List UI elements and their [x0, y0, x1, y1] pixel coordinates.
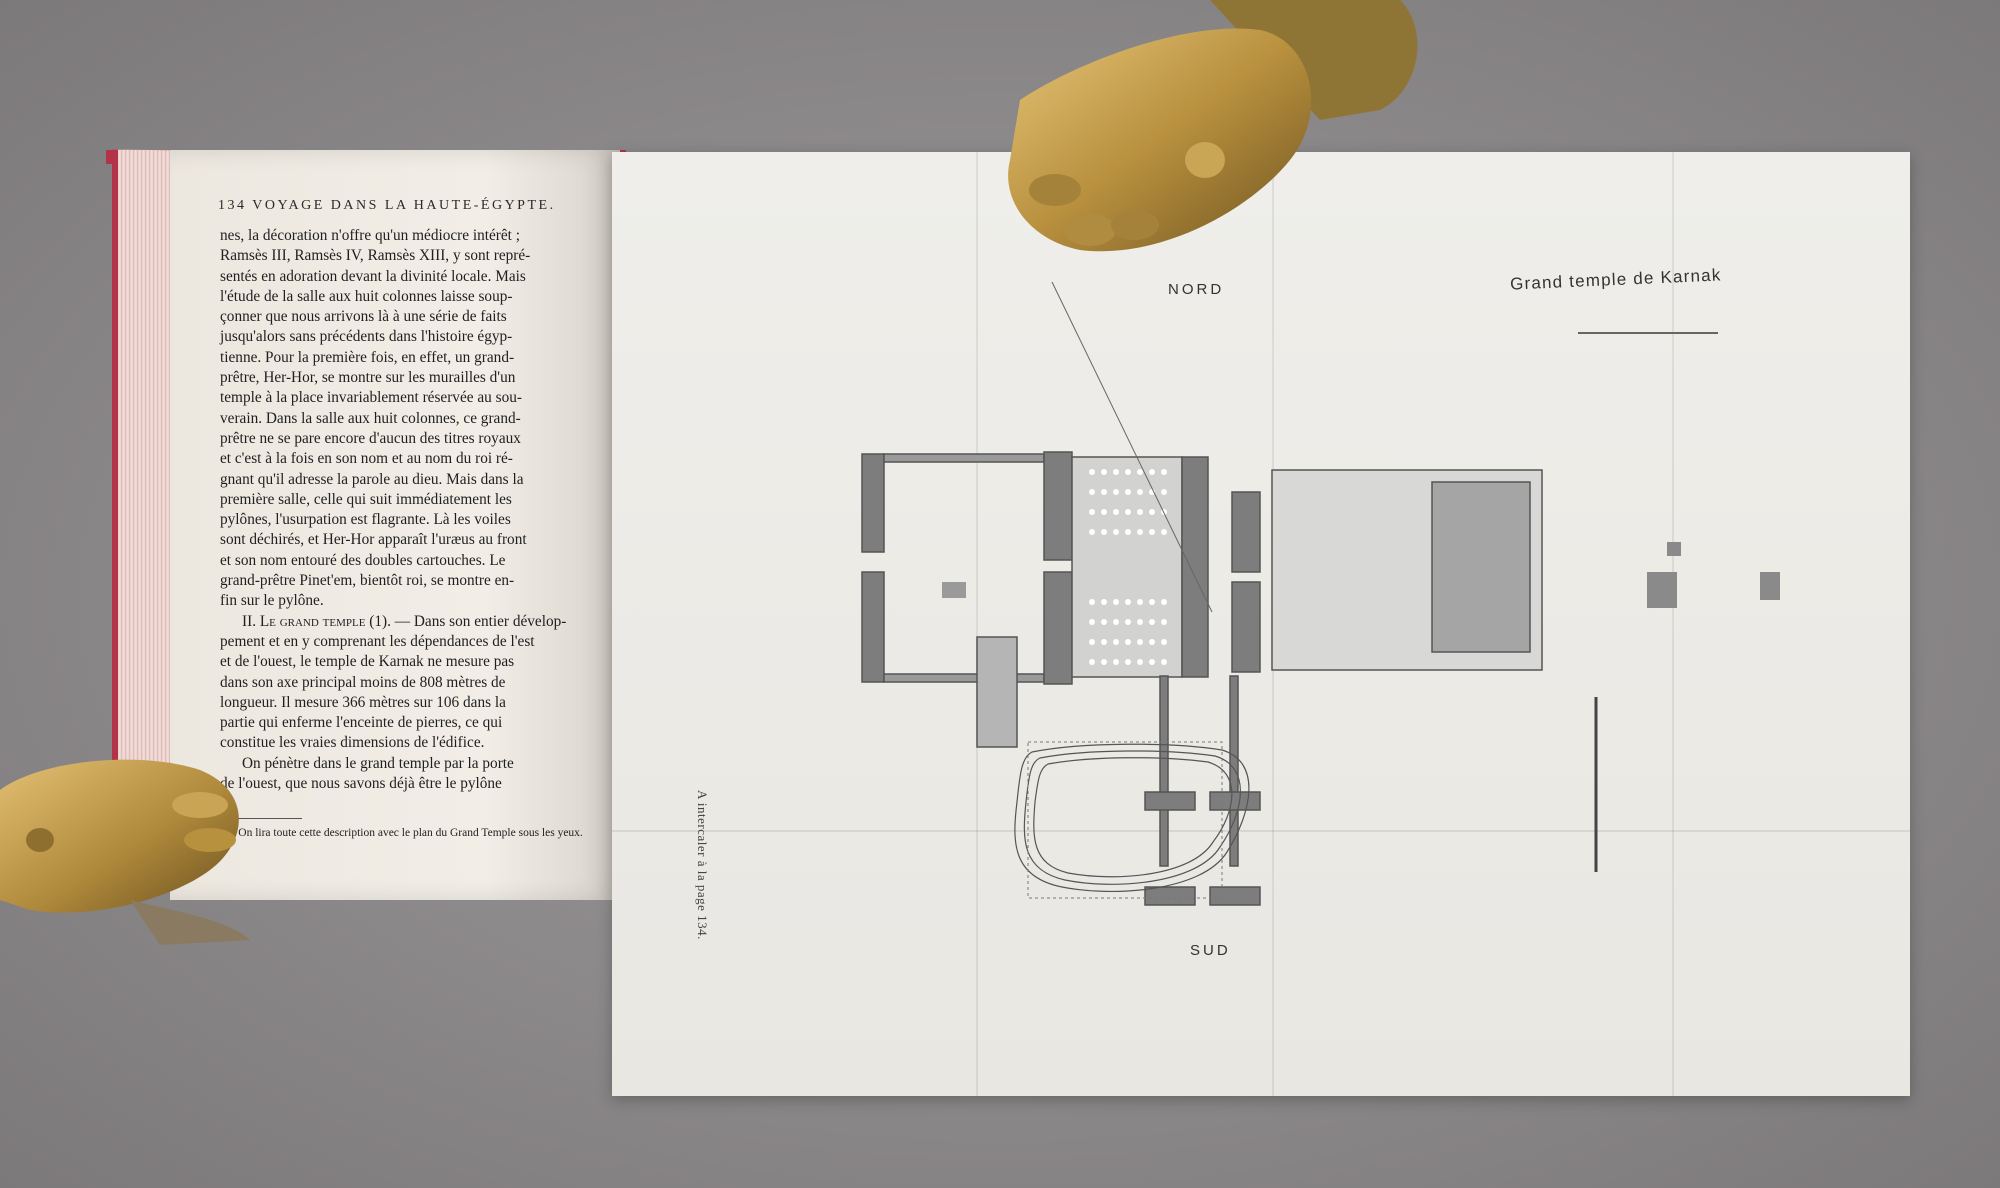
fold-crease	[976, 152, 978, 1096]
text-line: dans son axe principal moins de 808 mètr…	[220, 673, 506, 691]
text-line: longueur. Il mesure 366 mètres sur 106 d…	[220, 693, 506, 711]
text-line: sont déchirés, et Her-Hor apparaît l'uræ…	[220, 531, 527, 549]
east-building	[1667, 542, 1681, 556]
court-wall	[883, 453, 1045, 463]
left-book-page: 134 VOYAGE DANS LA HAUTE-ÉGYPTE. nes, la…	[170, 150, 620, 900]
plan-title-rule	[1578, 332, 1718, 334]
footnote: (1) On lira toute cette description avec…	[222, 827, 583, 839]
west-building	[942, 582, 966, 598]
pylon-wall	[1043, 571, 1073, 685]
lake-outline	[1027, 741, 1223, 899]
pylon-wall	[1144, 886, 1196, 906]
text-line: partie qui enferme l'enceinte de pierres…	[220, 714, 503, 732]
text-line: grand-prêtre Pinet'em, bientôt roi, se m…	[220, 572, 515, 590]
text-line: çonner que nous arrivons là à une série …	[220, 308, 507, 326]
east-building	[1647, 572, 1677, 608]
text-line: prêtre, Her-Hor, se montre sur les murai…	[220, 369, 516, 387]
text-line: première salle, celle qui suit immédiate…	[220, 490, 512, 508]
south-wall	[1159, 675, 1169, 867]
pylon-wall	[1144, 791, 1196, 811]
south-label: SUD	[1190, 942, 1231, 959]
pylon-wall	[861, 453, 885, 553]
fold-crease	[1672, 152, 1674, 1096]
text-line: sentés en adoration devant la divinité l…	[220, 267, 526, 285]
east-building	[1760, 572, 1780, 600]
text-line: Ramsès III, Ramsès IV, Ramsès XIII, y so…	[220, 247, 531, 265]
section-heading-line: II. Le grand temple (1). — Dans son enti…	[220, 612, 598, 632]
pylon-wall	[1231, 581, 1261, 673]
text-line: nes, la décoration n'offre qu'un médiocr…	[220, 227, 521, 244]
north-label: NORD	[1168, 281, 1225, 298]
text-line: On pénètre dans le grand temple par la p…	[242, 754, 514, 772]
brass-clip-hand-top	[1008, 0, 1418, 252]
text-line: et de l'ouest, le temple de Karnak ne me…	[220, 653, 515, 671]
text-line: pement et en y comprenant les dépendance…	[220, 632, 535, 650]
text-line: verain. Dans la salle aux huit colonnes,…	[220, 409, 521, 427]
meridian-line	[1051, 281, 1213, 613]
fold-crease	[612, 830, 1910, 832]
sacred-lake	[1014, 743, 1250, 893]
text-line: temple à la place invariablement réservé…	[220, 389, 522, 407]
text-line: pylônes, l'usurpation est flagrante. Là …	[220, 511, 511, 529]
festival-hall	[1431, 481, 1531, 653]
text-line: prêtre ne se pare encore d'aucun des tit…	[220, 429, 521, 447]
south-temple	[976, 636, 1018, 748]
footnote-rule	[222, 818, 302, 819]
section-title: II. Le grand temple	[242, 612, 366, 630]
text-line: fin sur le pylône.	[220, 592, 324, 610]
text-line: constitue les vraies dimensions de l'édi…	[220, 734, 485, 752]
temple-plan-drawing	[861, 281, 1780, 906]
text-line: de l'ouest, que nous savons déjà être le…	[220, 775, 502, 793]
page-body-text: nes, la décoration n'offre qu'un médiocr…	[220, 226, 598, 794]
pylon-wall	[861, 571, 885, 683]
pylon-wall	[1231, 491, 1261, 573]
text-line: et c'est à la fois en son nom et au nom …	[220, 450, 513, 468]
pylon-wall	[1209, 791, 1261, 811]
pylon-wall	[1181, 456, 1209, 678]
text-line: jusqu'alors sans précédents dans l'histo…	[220, 328, 513, 346]
brass-clip-hand-left	[0, 759, 250, 945]
text-line: gnant qu'il adresse la parole au dieu. M…	[220, 470, 524, 488]
text-line: l'étude de la salle aux huit colonnes la…	[220, 287, 513, 305]
text-line: tienne. Pour la première fois, en effet,…	[220, 348, 515, 366]
south-wall	[1229, 675, 1239, 867]
page-running-header: 134 VOYAGE DANS LA HAUTE-ÉGYPTE.	[218, 198, 556, 213]
pylon-wall	[1043, 451, 1073, 561]
foldout-plan-sheet: NORD SUD Grand temple de Karnak A interc…	[612, 152, 1910, 1096]
court-wall	[883, 673, 1045, 683]
section-ref: (1). — Dans son entier dévelop-	[365, 612, 567, 630]
text-line: et son nom entouré des doubles cartouche…	[220, 551, 506, 569]
pylon-wall	[1209, 886, 1261, 906]
